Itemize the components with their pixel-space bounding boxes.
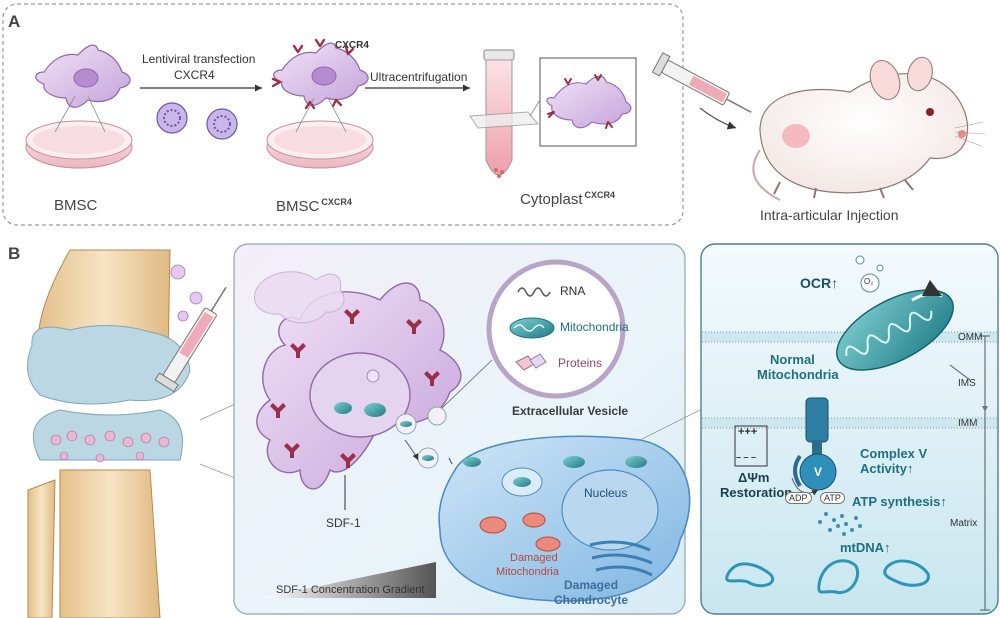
floating-cytoplasts: [170, 264, 203, 322]
panel-a-letter: A: [8, 12, 21, 31]
damaged-chondrocyte-label-1: Damaged: [564, 578, 619, 592]
psi-label-2: Restoration: [720, 485, 793, 500]
cell-cxcr4-tag: CXCR4: [335, 40, 369, 51]
membrane-potential-box: [734, 425, 768, 467]
omm-label: OMM: [958, 332, 983, 343]
ocr-label: OCR↑: [800, 275, 839, 291]
bmsc-cxcr4-text: BMSC: [276, 198, 320, 215]
centrifuge-tube: [469, 49, 540, 178]
extracellular-vesicle-label: Extracellular Vesicle: [512, 404, 629, 418]
ims-label: IMS: [958, 378, 976, 389]
syringe-a: [651, 52, 752, 113]
mtdna-strands: [725, 559, 930, 595]
knee-joint: [27, 249, 191, 618]
damaged-chondrocyte: [438, 435, 691, 602]
extracellular-vesicles: [395, 406, 447, 469]
cxcr4-receptors: [271, 38, 355, 110]
normal-mito-label-2: Mitochondria: [757, 367, 839, 382]
cargo-legend-circle: [486, 259, 626, 399]
gradient-label: SDF-1 Concentration Gradient: [276, 584, 425, 596]
membrane-plus: +++: [738, 426, 758, 438]
bmsc-label: BMSC: [54, 197, 98, 214]
cytoplast-text: Cytoplast: [520, 191, 583, 208]
atp-synthesis-label: ATP synthesis↑: [852, 494, 947, 509]
receptors-b: [270, 309, 440, 468]
transfection-label: Lentiviral transfection: [142, 52, 256, 66]
cytoplast-cell: [546, 74, 632, 129]
injection-label: Intra-articular Injection: [760, 207, 899, 223]
complex-v-letter: V: [814, 465, 823, 479]
complex-v-atp-synthase: [791, 397, 837, 496]
complex-v-label-1: Complex V: [860, 446, 928, 461]
o2-bubble: [860, 273, 880, 293]
panel-b-letter: B: [8, 244, 21, 263]
mouse: [752, 56, 986, 201]
culture-dish-bmsc: [25, 120, 133, 169]
syringe-b: [154, 286, 227, 393]
normal-mitochondria: [836, 289, 954, 371]
damaged-chondrocyte-label-2: Chondrocyte: [554, 593, 629, 607]
bmsc-cell: [35, 44, 131, 108]
legend-rna: RNA: [560, 284, 586, 298]
atp-label: ATP: [820, 492, 845, 504]
culture-dish-bmsc-cxcr4: [266, 120, 374, 169]
damaged-mito-label-2: Mitochondria: [496, 566, 559, 578]
mtdna-label: mtDNA↑: [840, 540, 891, 555]
matrix-label: Matrix: [950, 518, 978, 529]
ultracentrifugation-label: Ultracentrifugation: [370, 70, 468, 84]
membrane-minus: – – –: [736, 452, 757, 462]
transfection-cxcr4-label: CXCR4: [174, 68, 215, 82]
panel-a-frame: [2, 3, 684, 226]
normal-mito-label-1: Normal: [770, 352, 815, 367]
sdf1-label: SDF-1: [326, 516, 361, 530]
complex-v-label-2: Activity↑: [860, 461, 914, 476]
imm-label: IMM: [958, 418, 978, 429]
sdf1-gradient-bar: [262, 562, 436, 598]
psi-label-1: ΔΨm: [738, 470, 770, 485]
legend-mitochondria: Mitochondria: [560, 320, 629, 334]
legend-proteins: Proteins: [558, 356, 603, 370]
cytoplast-superscript: CXCR4: [584, 190, 616, 200]
damaged-mito-label-1: Damaged: [510, 552, 558, 564]
lentivirus-particles: [156, 102, 238, 140]
bmsc-cxcr4-cell: [271, 38, 369, 110]
cxcr4-cytoplast-cell: [256, 282, 462, 490]
bmsc-cxcr4-superscript: CXCR4: [321, 197, 352, 207]
nucleus-label: Nucleus: [584, 486, 628, 500]
adp-label: ADP: [785, 492, 812, 504]
o2-label: O₂: [864, 277, 874, 286]
atp-dots: [818, 512, 862, 536]
